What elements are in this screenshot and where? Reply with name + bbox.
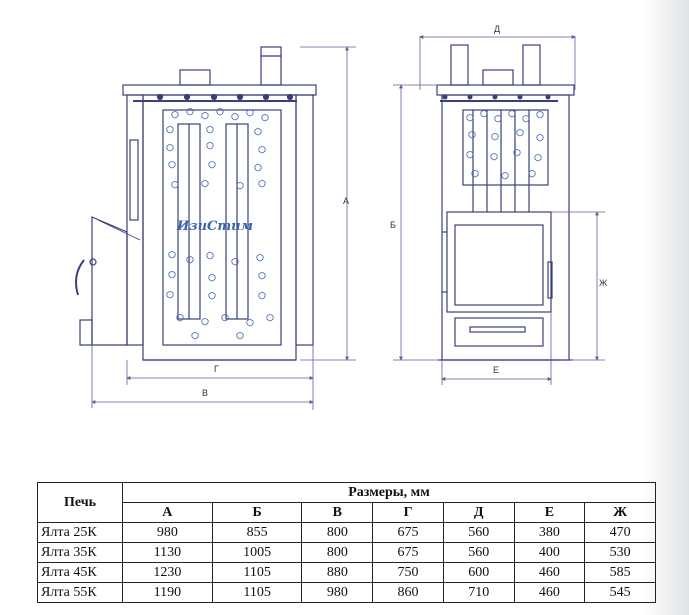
stove-technical-drawing: ИзиСтим А Г В <box>75 24 608 410</box>
dim-label-zh: Ж <box>599 278 608 288</box>
table-cell: 470 <box>584 522 656 543</box>
front-door <box>446 211 552 313</box>
hooks-front <box>442 94 551 100</box>
table-cell: 600 <box>442 562 515 583</box>
model-name: Ялта 25К <box>37 522 123 543</box>
model-name: Ялта 45К <box>37 562 123 583</box>
column-header-d: Д <box>442 502 515 523</box>
model-column-header: Печь <box>37 482 123 523</box>
table-row: Ялта 45К 1230 1105 880 750 600 460 585 <box>37 562 656 583</box>
table-cell: 800 <box>301 522 374 543</box>
table-cell: 545 <box>584 582 656 603</box>
table-cell: 980 <box>301 582 374 603</box>
dim-label-d: Д <box>494 24 500 34</box>
table-cell: 560 <box>442 522 515 543</box>
stones-front <box>466 110 544 180</box>
dims-front <box>393 35 605 385</box>
table-cell: 860 <box>372 582 444 603</box>
dimensions-group-header: Размеры, мм <box>122 482 656 503</box>
table-cell: 1130 <box>122 542 213 563</box>
table-cell: 530 <box>584 542 656 563</box>
dimensions-table: Печь Размеры, мм А Б В Г Д Е Ж Ялта 25К … <box>37 482 656 603</box>
chimney <box>260 46 282 86</box>
table-cell: 750 <box>372 562 444 583</box>
table-row: Ялта 55К 1190 1105 980 860 710 460 545 <box>37 582 656 603</box>
brand-label: ИзиСтим <box>176 219 253 234</box>
column-header-a: А <box>122 502 213 523</box>
model-name: Ялта 55К <box>37 582 123 603</box>
dim-label-e: Е <box>493 365 499 375</box>
table-cell: 1005 <box>211 542 303 563</box>
dim-label-b: Б <box>390 220 396 230</box>
dim-label-a: А <box>343 196 349 206</box>
table-row: Ялта 35К 1130 1005 800 675 560 400 530 <box>37 542 656 563</box>
model-name: Ялта 35К <box>37 542 123 563</box>
table-cell: 1230 <box>122 562 213 583</box>
column-header-b: Б <box>211 502 303 523</box>
front-body <box>441 94 570 361</box>
table-cell: 1105 <box>211 582 303 603</box>
table-header-row: Печь Размеры, мм <box>37 482 656 523</box>
dim-label-v: В <box>202 388 208 398</box>
hooks-side <box>156 93 294 101</box>
table-cell: 880 <box>301 562 374 583</box>
column-header-e: Е <box>513 502 586 523</box>
table-cell: 460 <box>513 582 586 603</box>
table-cell: 800 <box>301 542 374 563</box>
table-cell: 560 <box>442 542 515 563</box>
table-subheader-row: А Б В Г Д Е Ж <box>38 502 656 523</box>
side-view <box>75 46 317 361</box>
column-header-v: В <box>301 502 374 523</box>
column-header-zh: Ж <box>584 502 656 523</box>
top-plate <box>122 84 317 96</box>
table-cell: 855 <box>211 522 303 543</box>
column-header-g: Г <box>372 502 444 523</box>
table-row: Ялта 25К 980 855 800 675 560 380 470 <box>37 522 656 543</box>
table-cell: 400 <box>513 542 586 563</box>
table-cell: 675 <box>372 522 444 543</box>
table-cell: 585 <box>584 562 656 583</box>
dim-label-g: Г <box>214 364 219 374</box>
table-cell: 1190 <box>122 582 213 603</box>
table-cell: 675 <box>372 542 444 563</box>
table-cell: 1105 <box>211 562 303 583</box>
table-cell: 710 <box>442 582 515 603</box>
table-cell: 980 <box>122 522 213 543</box>
dims-side <box>91 46 356 410</box>
table-cell: 460 <box>513 562 586 583</box>
front-view <box>436 44 575 361</box>
table-cell: 380 <box>513 522 586 543</box>
ash-drawer <box>454 317 544 347</box>
